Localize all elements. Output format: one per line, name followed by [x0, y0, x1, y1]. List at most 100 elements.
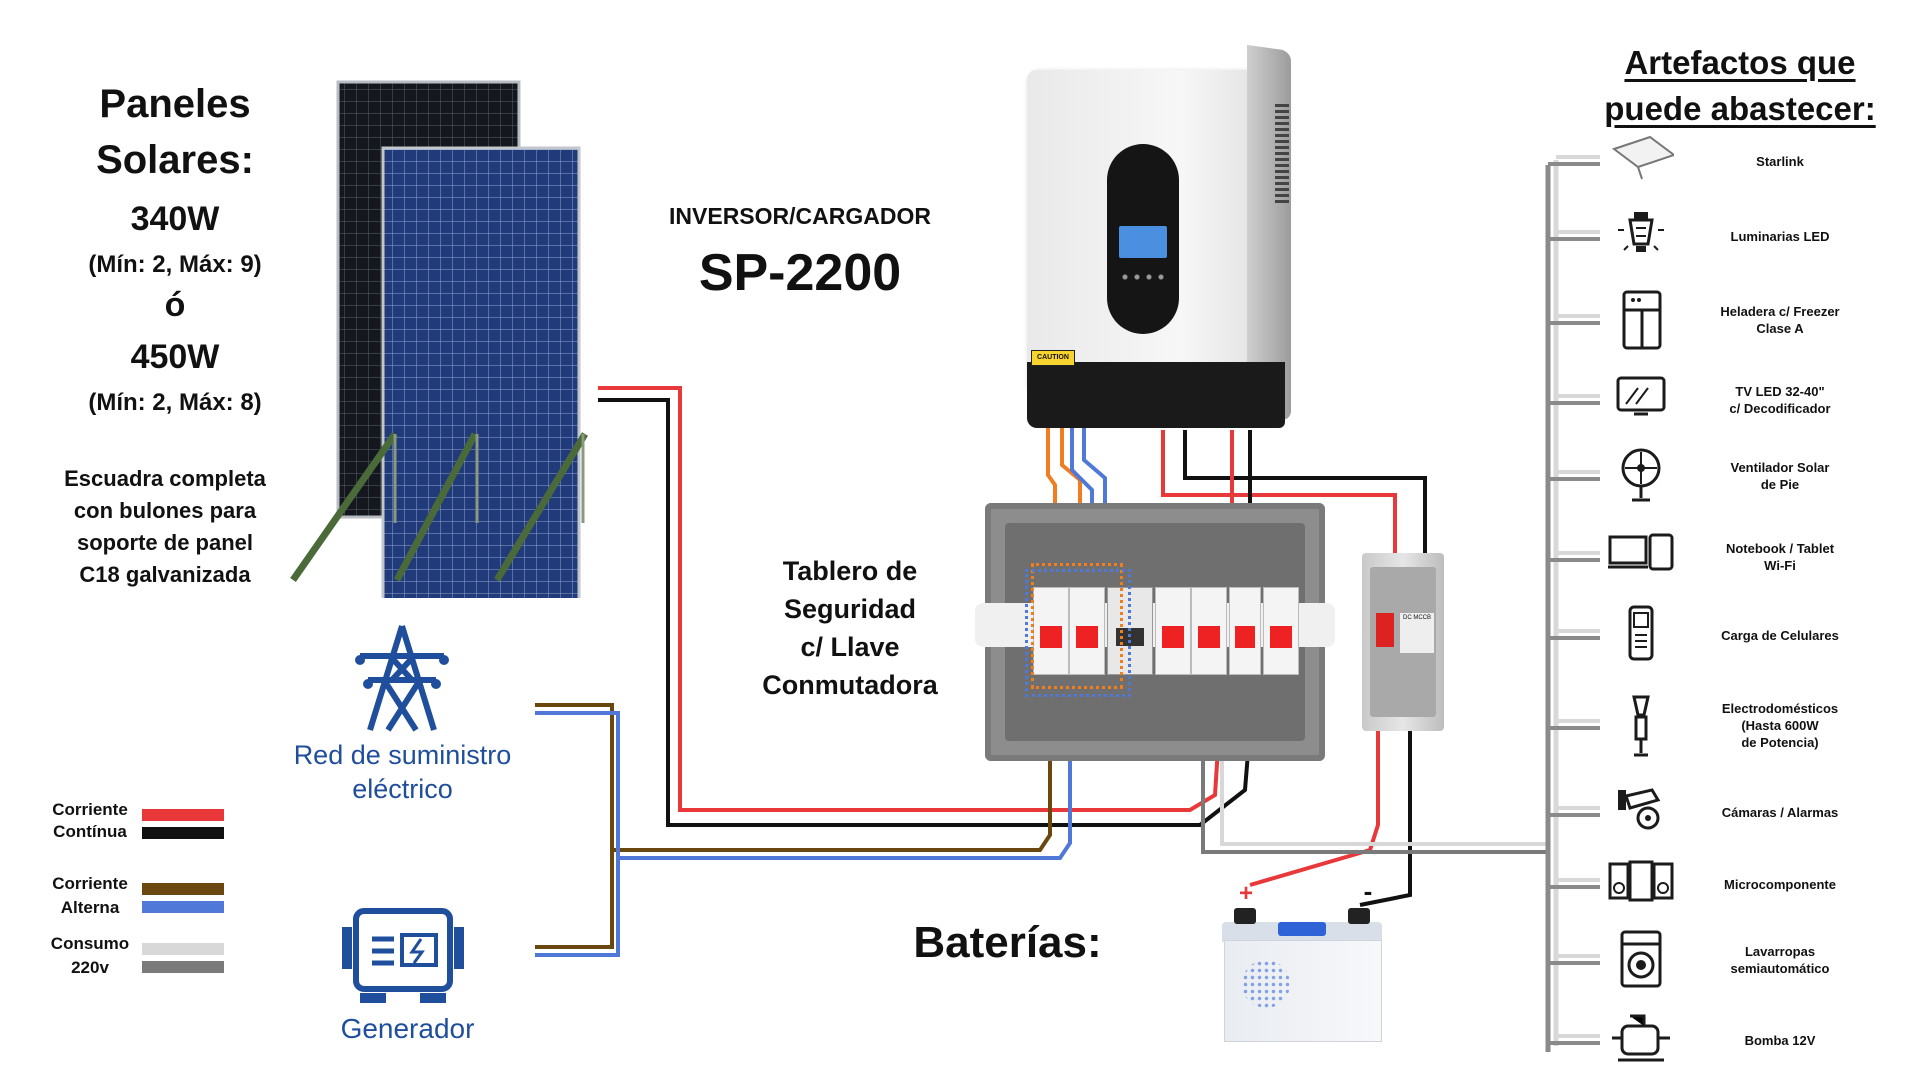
- panel-option1-range: (Mín: 2, Máx: 9): [88, 251, 262, 278]
- appliance-label: Starlink: [1680, 153, 1880, 170]
- breaker: [1155, 587, 1191, 675]
- bracket-line: soporte de panel: [76, 530, 254, 555]
- led-bulb-icon: [1608, 204, 1674, 268]
- inverter-model-label: SP-2200: [698, 244, 902, 302]
- appliance-label-line: c/ Decodificador: [1729, 401, 1831, 416]
- generator-ac-blue-wire: [535, 858, 620, 957]
- appliance-label-line: Wi-Fi: [1764, 558, 1796, 573]
- grid-label-line: Red de suministro: [293, 740, 512, 770]
- inverter-label-small: INVERSOR/CARGADOR: [669, 203, 931, 229]
- laptop-tablet-icon: [1608, 525, 1674, 589]
- dc-mccb-breaker: DC MCCB: [1362, 553, 1444, 731]
- panels-title-line2: Solares:: [96, 138, 254, 182]
- bracket-line: Escuadra completa: [64, 466, 266, 491]
- appliance-label: Lavarropas semiautomático: [1680, 943, 1880, 977]
- appliances-title: Artefactos que puede abastecer:: [1575, 40, 1905, 132]
- legend-label-line: Corriente: [52, 800, 128, 819]
- legend-swatch: [142, 883, 224, 895]
- panel-option2-power: 450W: [130, 338, 220, 376]
- appliance-label: Microcomponente: [1680, 876, 1880, 893]
- switchboard-device: [975, 503, 1335, 761]
- solar-panels-image: [290, 80, 588, 598]
- mccb-label: DC MCCB: [1400, 613, 1434, 653]
- breaker: [1229, 587, 1261, 675]
- legend-label-line: Alterna: [60, 898, 120, 917]
- grid-ac-blue-wire: [535, 710, 1072, 860]
- appliance-label-line: Heladera c/ Freezer: [1720, 304, 1840, 319]
- appliance-label-line: Notebook / Tablet: [1725, 541, 1835, 556]
- cellphone-icon: [1608, 603, 1674, 667]
- appliance-label-line: Lavarropas: [1744, 944, 1816, 959]
- inverter-device: CAUTION: [1027, 44, 1297, 432]
- appliance-label: TV LED 32-40" c/ Decodificador: [1680, 383, 1880, 417]
- battery-negative-wire: [1359, 730, 1412, 907]
- breaker: [1033, 587, 1069, 675]
- switchboard-label-line: c/ Llave: [800, 632, 900, 662]
- appliance-label-line: Luminarias LED: [1730, 228, 1830, 244]
- battery-positive-wire: [1249, 730, 1380, 887]
- legend-swatch: [142, 901, 224, 913]
- consumption-light-wire: [1220, 740, 1548, 846]
- breaker: [1069, 587, 1105, 675]
- generator-icon: [342, 908, 464, 1003]
- legend-swatch: [142, 827, 224, 839]
- panel-option2-range: (Mín: 2, Máx: 8): [88, 389, 262, 416]
- appliance-label: Cámaras / Alarmas: [1680, 804, 1880, 821]
- appliance-label: Bomba 12V: [1680, 1032, 1880, 1049]
- inverter-battery-positive-wire: [1161, 430, 1397, 555]
- appliances-title-line: Artefactos que: [1624, 44, 1856, 81]
- legend-label-line: Consumo: [50, 934, 130, 953]
- appliance-label-line: semiautomático: [1730, 961, 1830, 976]
- fridge-icon: [1608, 288, 1674, 352]
- appliance-label-line: de Pie: [1760, 477, 1800, 492]
- inverter-lcd-screen: [1119, 226, 1167, 258]
- appliances-title-line: puede abastecer:: [1604, 90, 1876, 127]
- panels-title-line1: Paneles: [99, 82, 251, 126]
- legend-swatch: [142, 943, 224, 955]
- switchboard-label-line: Conmutadora: [762, 670, 938, 700]
- grid-label-line: eléctrico: [352, 774, 453, 804]
- bracket-line: C18 galvanizada: [79, 562, 251, 587]
- panel-or-text: ó: [164, 286, 186, 324]
- grid-label: Red de suministro eléctrico: [270, 738, 535, 806]
- starlink-dish-icon: [1608, 129, 1677, 193]
- battery-plus-label: +: [1238, 880, 1253, 907]
- security-camera-icon: [1608, 780, 1674, 844]
- appliance-label-line: Ventilador Solar: [1730, 460, 1830, 475]
- appliance-label-line: Carga de Celulares: [1721, 627, 1839, 643]
- appliance-label-line: de Potencia): [1741, 734, 1819, 750]
- appliance-label-line: Cámaras / Alarmas: [1721, 804, 1839, 820]
- water-pump-icon: [1608, 1008, 1674, 1072]
- battery-title: Baterías:: [913, 918, 1102, 967]
- tv-icon: [1608, 368, 1674, 432]
- appliance-label-line: Starlink: [1756, 153, 1804, 169]
- appliance-label-line: Clase A: [1756, 321, 1804, 336]
- breaker: [1263, 587, 1299, 675]
- grid-ac-brown-wire: [535, 703, 1052, 852]
- appliance-label: Ventilador Solar de Pie: [1680, 459, 1880, 493]
- panel-option1-power: 340W: [130, 200, 220, 238]
- consumption-dark-wire: [1201, 740, 1548, 854]
- breaker: [1191, 587, 1227, 675]
- battery-device: [1222, 908, 1382, 1042]
- legend-swatch: [142, 809, 224, 821]
- appliance-label-line: TV LED 32-40": [1735, 384, 1825, 399]
- appliance-label-line: Electrodomésticos: [1721, 700, 1839, 716]
- inverter-battery-negative-wire: [1183, 430, 1427, 555]
- legend-swatch: [142, 961, 224, 973]
- inverter-caution-label: CAUTION: [1031, 350, 1075, 366]
- appliance-label-line: (Hasta 600W: [1741, 717, 1819, 733]
- switchboard-label: Tablero de Seguridad c/ Llave Conmutador…: [740, 552, 960, 704]
- switchboard-label-line: Tablero de: [782, 556, 918, 586]
- appliance-label-line: Bomba 12V: [1744, 1032, 1816, 1048]
- blender-icon: [1608, 693, 1674, 757]
- appliance-label: Luminarias LED: [1680, 228, 1880, 245]
- washing-machine-icon: [1608, 928, 1674, 992]
- generator-label: Generador: [340, 1013, 475, 1044]
